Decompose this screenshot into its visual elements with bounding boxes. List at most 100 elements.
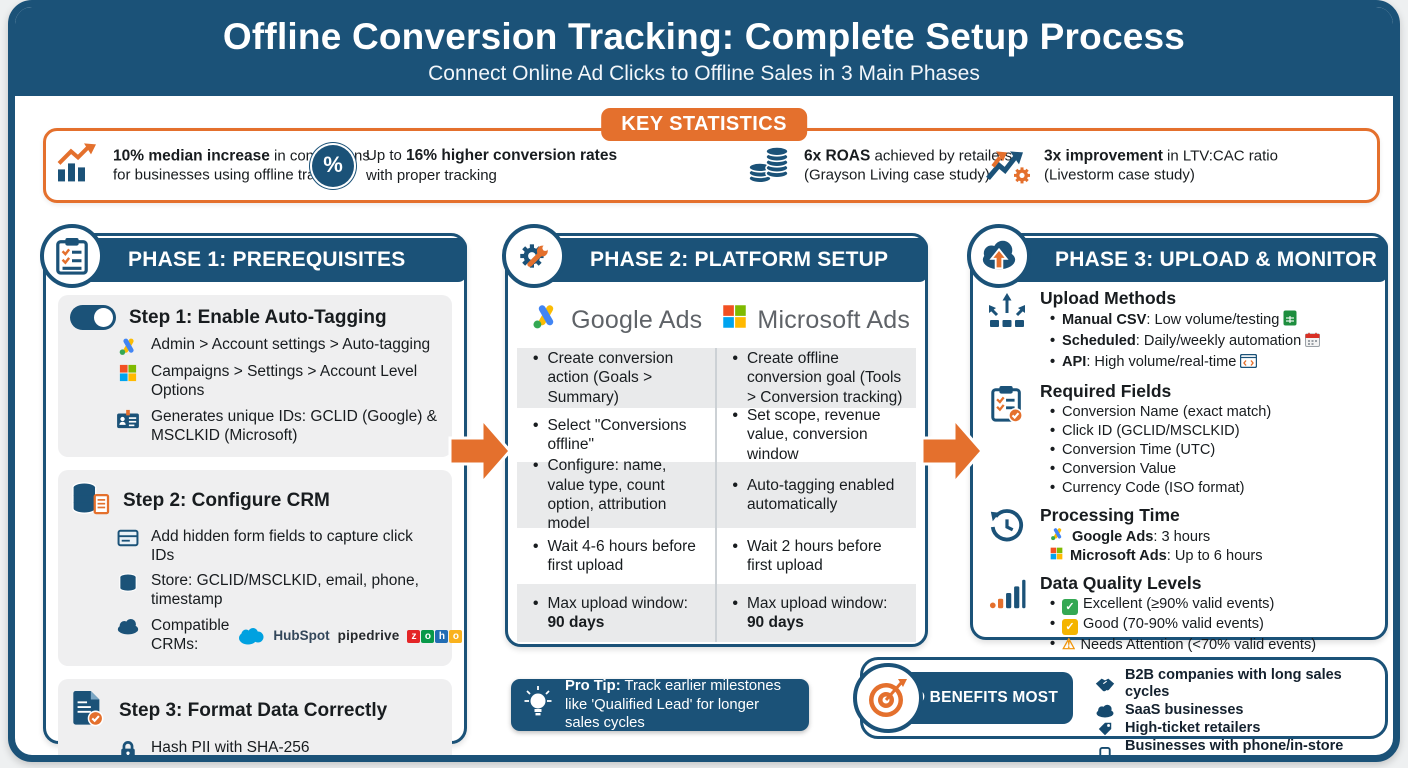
who-benefits-list: B2B companies with long sales cycles Saa… (1095, 667, 1385, 755)
step1-header: Step 1: Enable Auto-Tagging (70, 305, 440, 330)
microsoft-icon (116, 363, 140, 382)
who-benefits-item: B2B companies with long sales cycles (1095, 667, 1385, 701)
step3-box: Step 3: Format Data Correctly (58, 679, 452, 755)
platform-comparison-table: Google Ads Microsoft Ads Create conv (517, 292, 916, 642)
lightbulb-icon (523, 685, 553, 724)
section-heading: Required Fields (1040, 381, 1172, 402)
quality-level-item: ⚠Needs Attention (<70% valid events) (1050, 635, 1377, 655)
bullet (733, 406, 738, 425)
section-heading: Data Quality Levels (1040, 573, 1202, 594)
lock-icon (116, 739, 140, 755)
pipedrive-logo: pipedrive (337, 627, 400, 643)
table-row: Max upload window:90 days Max upload win… (517, 584, 916, 642)
stat-text: 6x ROAS achieved by retailers (Grayson L… (804, 146, 1013, 184)
page-title: Offline Conversion Tracking: Complete Se… (222, 16, 1186, 57)
pro-tip-text: Pro Tip: Track earlier milestones like '… (565, 678, 781, 732)
bullet (533, 349, 538, 368)
flow-arrow-phase1-to-phase2 (448, 413, 512, 494)
step1-box: Step 1: Enable Auto-Tagging Ad (58, 295, 452, 457)
form-field-icon (116, 528, 140, 547)
bar-chart-growth-icon (55, 142, 101, 189)
step2-title: Step 2: Configure CRM (123, 489, 330, 511)
bullet (733, 594, 738, 613)
bullet (533, 594, 538, 613)
database-icon (116, 572, 140, 593)
handshake-icon (1095, 677, 1115, 692)
price-tag-icon (1095, 721, 1115, 737)
history-clock-icon (985, 505, 1029, 566)
phase1-card: PHASE 1: PREREQUISITES Step 1: Enable Au… (40, 224, 467, 755)
google-ads-icon (1050, 527, 1065, 547)
smartphone-icon (1095, 747, 1115, 755)
toggle-on-icon (70, 305, 116, 330)
upload-methods-section: Upload Methods Manual CSV: Low volume/te… (985, 288, 1377, 374)
hubspot-logo: HubSpot (273, 627, 330, 643)
phase3-title: PHASE 3: UPLOAD & MONITOR (1003, 238, 1388, 282)
upload-method-item: API: High volume/real-time (1050, 353, 1320, 374)
table-header-row: Google Ads Microsoft Ads (517, 292, 916, 348)
google-ads-icon (531, 303, 561, 337)
spreadsheet-icon (1283, 310, 1297, 332)
bullet (533, 456, 538, 475)
step3-header: Step 3: Format Data Correctly (70, 689, 440, 733)
percent-seal-icon: % (312, 144, 354, 187)
distribute-arrows-icon (985, 288, 1029, 374)
table-row: Select "Conversions offline" Set scope, … (517, 406, 916, 463)
id-card-icon (116, 408, 140, 429)
processing-time-section: Processing Time Google Ads: 3 hours Micr… (985, 505, 1377, 566)
phase3-body: Upload Methods Manual CSV: Low volume/te… (985, 288, 1377, 695)
required-field-item: Conversion Value (1050, 460, 1271, 479)
required-fields-section: Required Fields Conversion Name (exact m… (985, 381, 1377, 498)
step2-item: Compatible CRMs: HubSpot (116, 617, 463, 655)
green-check-icon: ✓ (1062, 599, 1078, 616)
page-subtitle: Connect Online Ad Clicks to Offline Sale… (428, 61, 980, 85)
coins-icon (746, 142, 792, 189)
api-code-icon (1240, 353, 1258, 374)
stat-ltv-cac: 3x improvement in LTV:CAC ratio (Livesto… (984, 142, 1304, 189)
quality-level-item: ✓Excellent (≥90% valid events) (1050, 595, 1377, 616)
required-field-item: Currency Code (ISO format) (1050, 479, 1271, 498)
salesforce-logo (237, 627, 265, 646)
required-field-item: Conversion Name (exact match) (1050, 403, 1271, 422)
price-tag-icon-item: High-ticket retailers (1095, 720, 1385, 737)
who-benefits-item: SaaS businesses (1095, 702, 1385, 719)
microsoft-icon (1050, 547, 1063, 566)
processing-time-item: Google Ads: 3 hours (1050, 527, 1263, 547)
processing-time-item: Microsoft Ads: Up to 6 hours (1050, 547, 1263, 566)
phase2-title: PHASE 2: PLATFORM SETUP (538, 238, 928, 282)
cloud-upload-icon (967, 224, 1031, 288)
section-heading: Upload Methods (1040, 288, 1177, 308)
flow-arrow-phase2-to-phase3 (920, 413, 984, 494)
section-heading: Processing Time (1040, 505, 1180, 525)
table-row: Wait 4-6 hours before first upload Wait … (517, 528, 916, 584)
phase3-card: PHASE 3: UPLOAD & MONITOR (967, 224, 1388, 693)
step3-title: Step 3: Format Data Correctly (119, 700, 388, 722)
calendar-icon (1305, 332, 1321, 353)
compatible-crms-row: Compatible CRMs: HubSpot (151, 617, 463, 655)
phase2-card: PHASE 2: PLATFORM SETUP Google Ads (502, 224, 928, 647)
step2-item: Add hidden form fields to capture click … (116, 528, 440, 566)
target-dart-icon (853, 663, 923, 733)
step1-title: Step 1: Enable Auto-Tagging (129, 306, 387, 328)
pro-tip-box: Pro Tip: Track earlier milestones like '… (511, 678, 809, 732)
bullet (733, 349, 738, 368)
infographic-frame: Offline Conversion Tracking: Complete Se… (8, 0, 1400, 762)
bullet (533, 537, 538, 556)
table-row: Configure: name, value type, count optio… (517, 457, 916, 532)
bullet (733, 476, 738, 495)
who-benefits-item: Businesses with phone/in-store conversio… (1095, 738, 1385, 755)
signal-bars-icon (985, 573, 1029, 695)
step1-item: Admin > Account settings > Auto-tagging (116, 336, 440, 356)
microsoft-ads-column-header: Microsoft Ads (717, 292, 917, 348)
header: Offline Conversion Tracking: Complete Se… (15, 7, 1393, 96)
gear-wrench-icon (502, 224, 566, 288)
microsoft-icon (722, 304, 747, 336)
stat-text: Up to 16% higher conversion rates with p… (366, 146, 618, 184)
google-ads-icon (116, 336, 140, 356)
stat-conversion-rate: % Up to 16% higher conversion rates with… (312, 144, 626, 187)
trend-arrows-gear-icon (984, 142, 1032, 189)
warning-icon: ⚠ (1062, 636, 1076, 654)
clipboard-check-icon (985, 381, 1029, 498)
